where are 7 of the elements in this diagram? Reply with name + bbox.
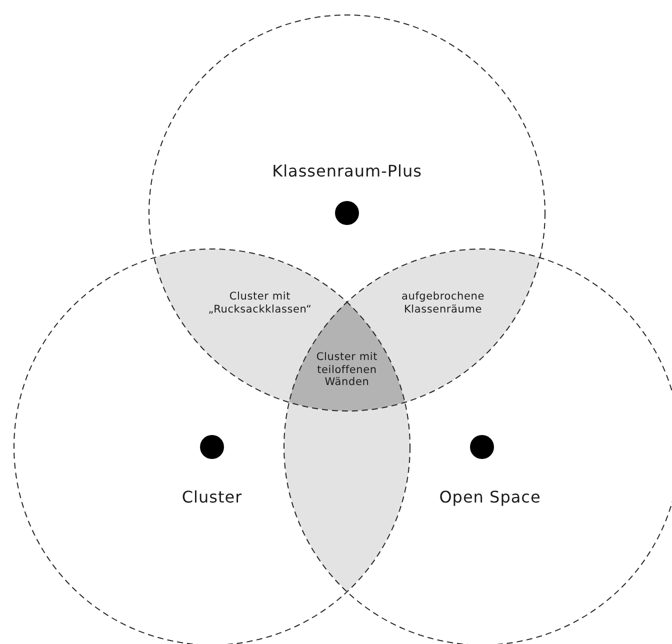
category-label: Open Space [439, 487, 541, 507]
category-label: Cluster [182, 487, 242, 507]
category-label: Klassenraum-Plus [272, 161, 422, 181]
overlap-label: aufgebrochene Klassenräume [400, 290, 486, 316]
overlap-label: Cluster mit „Rucksackklassen“ [207, 290, 313, 316]
overlap-label: Cluster mit teiloffenen Wänden [315, 351, 379, 389]
overlap-region [284, 402, 410, 592]
